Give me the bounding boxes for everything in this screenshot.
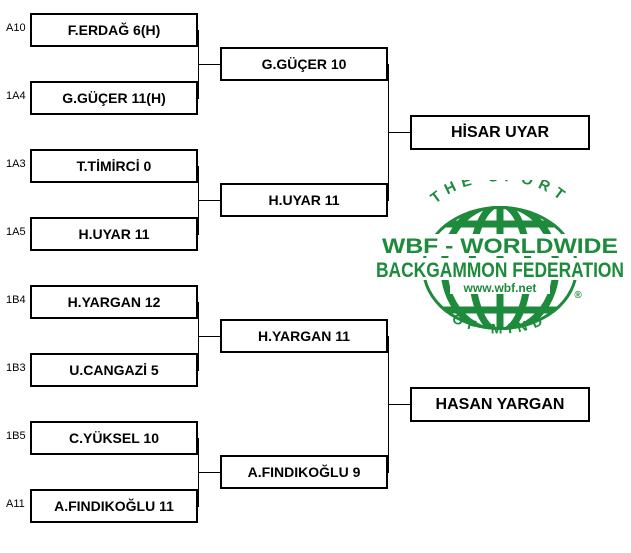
bracket-connector <box>198 336 220 337</box>
player-name: H.YARGAN 11 <box>257 328 351 344</box>
seed-label: 1B4 <box>6 294 26 306</box>
seed-label: A10 <box>6 22 26 34</box>
player-name: H.UYAR 11 <box>78 226 150 242</box>
seed-label: 1A3 <box>6 158 26 170</box>
bracket-connector <box>388 132 410 133</box>
seed-label: 1A5 <box>6 226 26 238</box>
seed-label: 1B5 <box>6 430 26 442</box>
player-name: F.ERDAĞ 6(H) <box>67 22 161 38</box>
bracket-connector <box>198 200 220 201</box>
logo-line2: BACKGAMMON FEDERATION <box>376 259 624 282</box>
player-box-round1: C.YÜKSEL 10 <box>30 421 198 455</box>
player-box-round2: H.YARGAN 11 <box>220 319 388 353</box>
player-box-round2: H.UYAR 11 <box>220 183 388 217</box>
player-name: HİSAR UYAR <box>450 123 550 141</box>
player-name: G.GÜÇER 11(H) <box>62 90 166 106</box>
finalist-box: HASAN YARGAN <box>410 387 590 422</box>
player-name: HASAN YARGAN <box>435 395 565 413</box>
player-name: H.YARGAN 12 <box>67 294 161 310</box>
bracket-connector <box>388 404 410 405</box>
logo-top-text: THE SPORT <box>427 180 572 207</box>
player-name: H.UYAR 11 <box>268 192 340 208</box>
player-box-round1: H.YARGAN 12 <box>30 285 198 319</box>
player-name: G.GÜÇER 10 <box>261 56 347 72</box>
player-box-round1: G.GÜÇER 11(H) <box>30 81 198 115</box>
seed-label: 1A4 <box>6 90 26 102</box>
player-name: U.CANGAZİ 5 <box>69 362 159 378</box>
seed-label: 1B3 <box>6 362 26 374</box>
player-box-round1: H.UYAR 11 <box>30 217 198 251</box>
player-box-round2: G.GÜÇER 10 <box>220 47 388 81</box>
player-box-round2: A.FINDIKOĞLU 9 <box>220 455 388 489</box>
logo-line1: WBF - WORLDWIDE <box>382 235 618 258</box>
player-name: A.FINDIKOĞLU 11 <box>54 498 174 514</box>
finalist-box: HİSAR UYAR <box>410 115 590 150</box>
player-name: A.FINDIKOĞLU 9 <box>247 464 361 480</box>
player-name: C.YÜKSEL 10 <box>69 430 159 446</box>
seed-label: A11 <box>6 498 25 510</box>
player-box-round1: T.TİMİRCİ 0 <box>30 149 198 183</box>
player-box-round1: A.FINDIKOĞLU 11 <box>30 489 198 523</box>
player-name: T.TİMİRCİ 0 <box>76 158 152 174</box>
player-box-round1: F.ERDAĞ 6(H) <box>30 13 198 47</box>
bracket-connector <box>198 64 220 65</box>
bracket-connector <box>198 472 220 473</box>
wbf-logo: THE SPORT OF MIND WBF - WORLDWIDE BACKGA… <box>374 180 626 337</box>
logo-url: www.wbf.net <box>463 281 537 295</box>
registered-mark: ® <box>574 290 582 301</box>
player-box-round1: U.CANGAZİ 5 <box>30 353 198 387</box>
